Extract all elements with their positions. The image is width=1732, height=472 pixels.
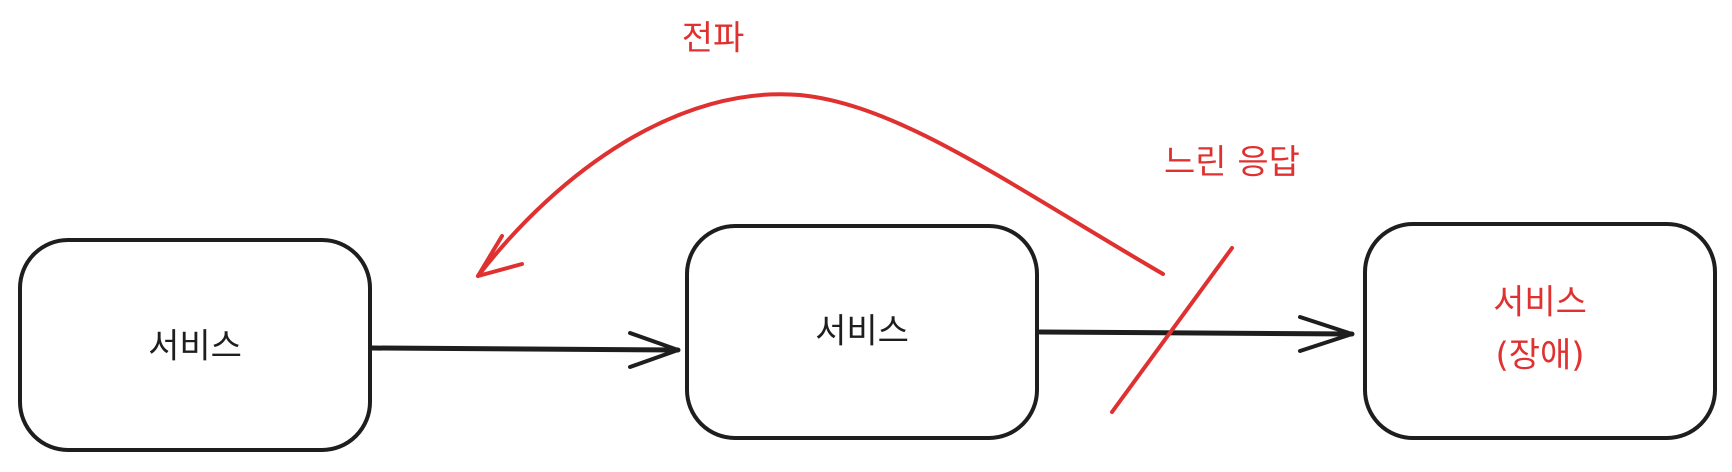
service-label-c: 서비스 <box>1493 283 1587 323</box>
propagation-label: 전파 <box>682 19 745 59</box>
edge-b-to-c-arrowhead <box>1298 315 1354 353</box>
service-box-a <box>18 238 372 452</box>
service-node-a: 서비스 <box>18 238 372 452</box>
slow-response-label: 느린 응답 <box>1164 143 1300 183</box>
propagation-arrow <box>476 92 1165 278</box>
edge-a-to-b-arrowhead <box>628 331 680 369</box>
broken-link-slash <box>1110 246 1234 414</box>
service-status-c: (장애) <box>1495 336 1584 376</box>
service-box-c <box>1363 222 1717 440</box>
service-label-a: 서비스 <box>148 327 242 367</box>
service-box-b <box>685 224 1039 440</box>
propagation-curve <box>476 92 1165 278</box>
service-label-b: 서비스 <box>815 312 909 352</box>
propagation-arrowhead <box>476 234 524 278</box>
edge-a-to-b <box>369 331 681 369</box>
edge-b-to-c-line <box>1037 329 1355 337</box>
edge-b-to-c <box>1037 315 1355 353</box>
service-node-b: 서비스 <box>685 224 1039 440</box>
service-node-c: 서비스 (장애) <box>1363 222 1717 440</box>
edge-a-to-b-line <box>369 345 681 353</box>
